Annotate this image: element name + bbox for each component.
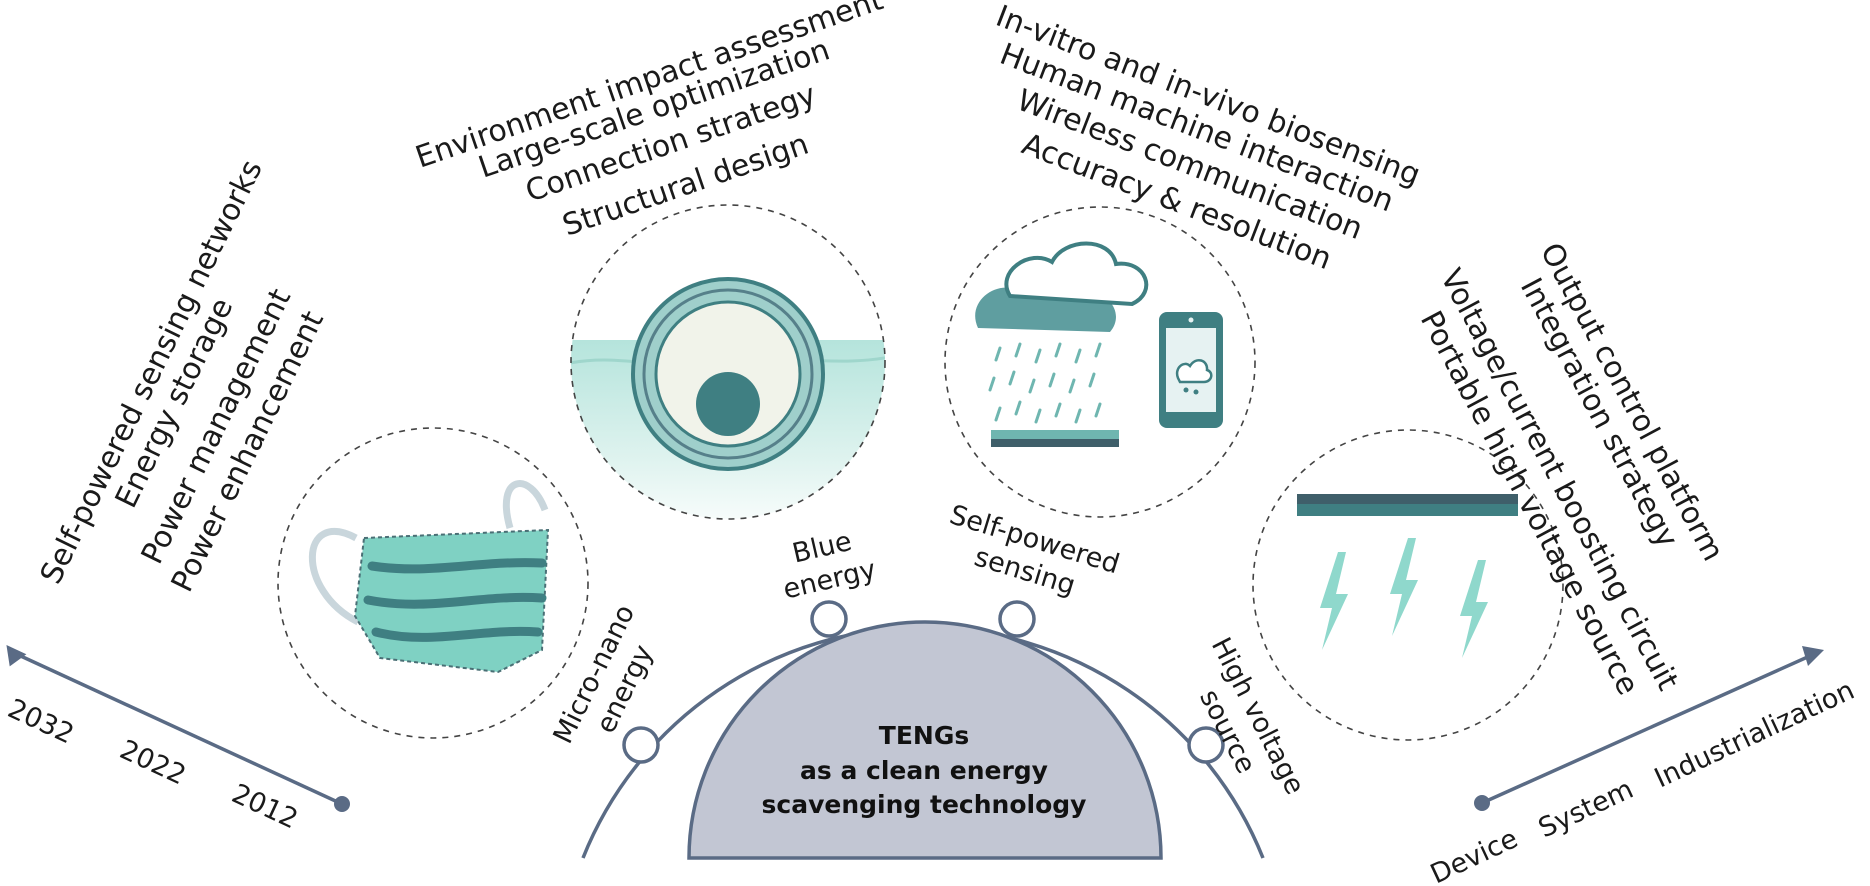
blue-energy-circle (570, 204, 886, 520)
category-blue-energy: Blue energy (780, 526, 879, 606)
high-voltage-circle (1252, 429, 1564, 741)
center-dome: TENGs as a clean energy scavenging techn… (581, 600, 1265, 860)
rain-cloud-icon (975, 241, 1149, 447)
year-2022: 2022 (115, 734, 190, 791)
node-high-voltage (1187, 726, 1225, 764)
center-title-line-3: scavenging technology (762, 790, 1087, 819)
node-blue-energy (810, 600, 848, 638)
center-semicircle (687, 620, 1163, 860)
timeline-axis (6, 644, 350, 812)
stage-system: System (1534, 774, 1638, 845)
node-micro-nano (622, 726, 660, 764)
category-high-voltage: High voltage source (1193, 633, 1310, 800)
center-title-line-2: as a clean energy (800, 756, 1048, 785)
sensing-circle (944, 206, 1256, 518)
mask-panel (277, 427, 589, 739)
node-self-powered (998, 600, 1036, 638)
center-title-line-1: TENGs (879, 721, 969, 750)
year-2032: 2032 (3, 693, 78, 750)
smartphone-icon (1159, 312, 1223, 428)
stage-device: Device (1426, 823, 1523, 886)
sensing-panel (944, 206, 1256, 518)
stages-axis (1474, 646, 1824, 811)
year-2012: 2012 (227, 778, 302, 835)
lightning-icon (1320, 538, 1488, 658)
electrode-plate-top (1297, 494, 1518, 504)
stage-industrialization: Industrialization (1650, 675, 1859, 795)
mask-circle (277, 427, 589, 739)
blue-energy-panel (570, 204, 886, 520)
wave-buoy-icon (631, 277, 825, 471)
electrode-plate-bottom (1297, 504, 1518, 516)
high-voltage-panel (1252, 429, 1564, 741)
face-mask-icon (308, 480, 550, 674)
category-self-powered: Self-powered sensing (946, 499, 1123, 601)
